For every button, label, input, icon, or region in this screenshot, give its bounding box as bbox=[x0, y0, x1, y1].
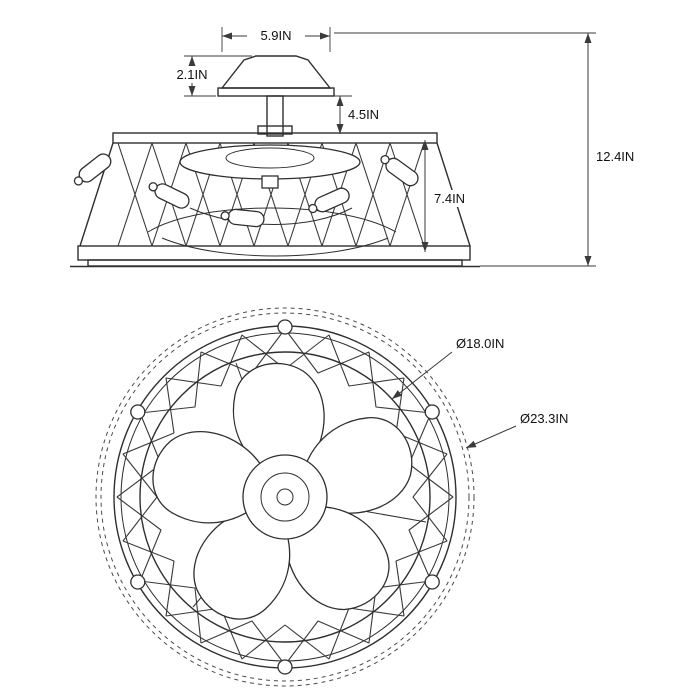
bulb-1-body bbox=[78, 153, 112, 183]
dim-body-height-mask bbox=[430, 190, 476, 207]
side-view: 5.9IN 2.1IN 4.5IN 7.4IN 12.4IN bbox=[70, 27, 646, 268]
bulb-1-socket bbox=[73, 176, 84, 186]
bulb-5-socket bbox=[380, 155, 390, 165]
dim-canopy-width: 5.9IN bbox=[221, 27, 331, 52]
cage-bottom-band bbox=[77, 245, 471, 261]
dim-overall-height-mask bbox=[592, 148, 646, 165]
dim-canopy-width-mask bbox=[247, 27, 305, 44]
dim-overall-height-label: 12.4IN bbox=[596, 149, 634, 164]
bulb-3 bbox=[220, 208, 265, 228]
overall-diameter-circle-inner bbox=[100, 312, 470, 682]
plan-view: Ø18.0IN Ø23.3IN bbox=[95, 307, 568, 687]
hub-center bbox=[276, 488, 294, 506]
dim-blade-diameter: Ø18.0IN bbox=[391, 336, 504, 400]
bulb-1 bbox=[73, 153, 112, 186]
cage-base-ring bbox=[87, 259, 463, 267]
dim-overall-height: 12.4IN bbox=[334, 32, 646, 267]
plan-lattice-a bbox=[116, 328, 454, 666]
cage-top-band bbox=[112, 132, 438, 144]
dim-blade-diameter-label: Ø18.0IN bbox=[456, 336, 504, 351]
bulb-2-socket bbox=[148, 182, 158, 192]
dim-blade-diameter-leader bbox=[391, 351, 453, 400]
dim-body-height-label: 7.4IN bbox=[434, 191, 465, 206]
bulb-4-socket bbox=[308, 203, 318, 214]
dim-overall-diameter-leader bbox=[465, 425, 517, 449]
fan-blades bbox=[152, 362, 413, 620]
clip-bottom bbox=[277, 659, 293, 675]
dim-downrod-label: 4.5IN bbox=[348, 107, 379, 122]
hub-outer bbox=[242, 454, 328, 540]
dim-canopy-height: 2.1IN bbox=[165, 55, 252, 97]
bulb-3-socket bbox=[220, 211, 230, 221]
rim-clips bbox=[130, 319, 440, 675]
dim-canopy-height-mask bbox=[165, 66, 219, 83]
downrod-collar bbox=[257, 125, 293, 135]
motor-cap bbox=[225, 147, 315, 169]
hub-middle bbox=[260, 472, 310, 522]
dim-downrod-length: 4.5IN bbox=[334, 95, 379, 134]
dim-canopy-height-label: 2.1IN bbox=[176, 67, 207, 82]
clip-upper-left bbox=[130, 404, 146, 420]
overall-diameter-circle bbox=[95, 307, 475, 687]
clip-top bbox=[277, 319, 293, 335]
bulb-2 bbox=[148, 182, 190, 209]
downrod bbox=[266, 95, 284, 137]
bulb-2-body bbox=[154, 183, 190, 209]
bulb-4-body bbox=[314, 187, 350, 213]
bulb-3-body bbox=[227, 208, 265, 228]
blade-edge-inner bbox=[189, 207, 353, 225]
clip-lower-right bbox=[424, 574, 440, 590]
dim-overall-diameter: Ø23.3IN bbox=[465, 411, 568, 449]
canopy-base-plate bbox=[217, 87, 335, 97]
bulb-4 bbox=[308, 187, 350, 214]
dim-overall-diameter-label: Ø23.3IN bbox=[520, 411, 568, 426]
clip-lower-left bbox=[130, 574, 146, 590]
blade-diameter-circle bbox=[139, 351, 431, 643]
clip-upper-right bbox=[424, 404, 440, 420]
blade-edge-upper bbox=[147, 207, 397, 233]
motor-housing bbox=[179, 144, 361, 180]
dim-body-height: 7.4IN bbox=[421, 140, 476, 252]
motor-shaft bbox=[261, 175, 279, 189]
dim-canopy-width-label: 5.9IN bbox=[260, 28, 291, 43]
canopy-dome bbox=[220, 55, 332, 89]
bulb-5 bbox=[380, 155, 419, 187]
